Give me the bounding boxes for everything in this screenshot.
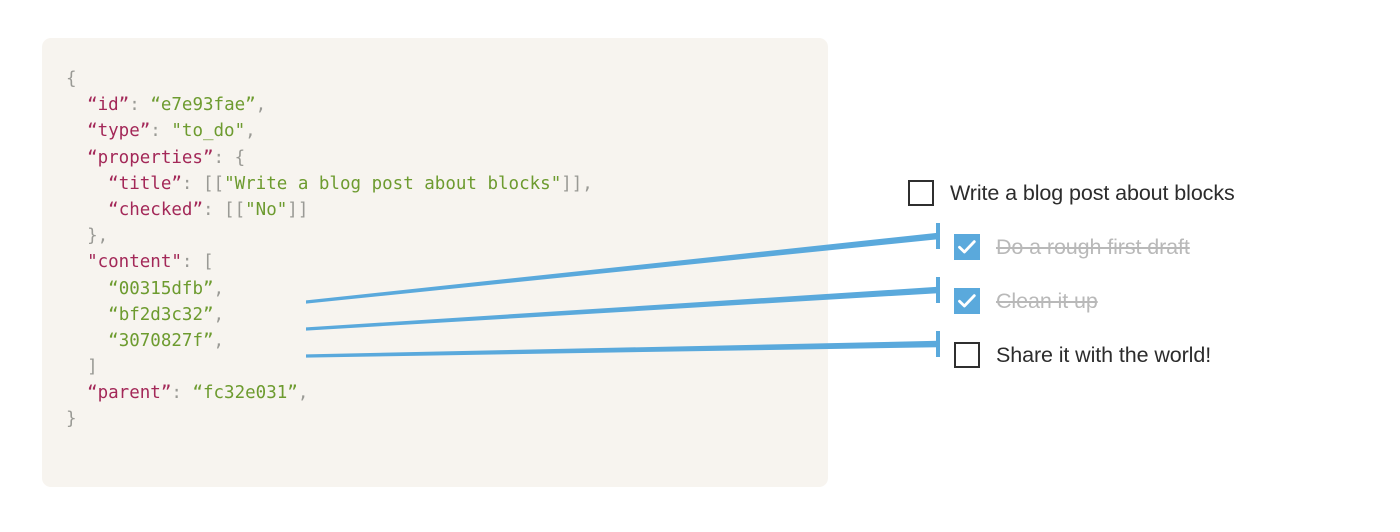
code-line: }, [66, 223, 593, 249]
json-key: “checked” [108, 199, 203, 220]
code-indent [66, 174, 108, 194]
code-line: “00315dfb”, [66, 276, 593, 302]
json-punctuation: } [66, 409, 77, 430]
todo-item[interactable]: Clean it up [908, 274, 1328, 328]
json-key: "content" [87, 252, 182, 273]
json-string-value: “fc32e031” [192, 383, 298, 404]
json-string-value: “bf2d3c32” [108, 304, 214, 325]
code-line: “title”: [["Write a blog post about bloc… [66, 171, 593, 197]
json-code-panel: { “id”: “e7e93fae”, “type”: "to_do", “pr… [42, 38, 828, 487]
code-indent [66, 148, 87, 168]
json-punctuation: ]] [287, 199, 309, 220]
code-line: “checked”: [["No"]] [66, 197, 593, 223]
todo-item-label: Share it with the world! [996, 342, 1212, 367]
code-line: “id”: “e7e93fae”, [66, 92, 593, 118]
todo-item-label: Do a rough first draft [996, 234, 1190, 259]
json-punctuation: ] [87, 357, 98, 378]
todo-item[interactable]: Write a blog post about blocks [908, 166, 1328, 220]
code-indent [66, 331, 108, 351]
code-line: “bf2d3c32”, [66, 302, 593, 328]
json-punctuation: , [213, 304, 225, 325]
json-key: “id” [87, 95, 130, 116]
code-line: "content": [ [66, 249, 593, 275]
checkmark-icon [958, 294, 976, 308]
checkmark-icon [958, 240, 976, 254]
json-punctuation: : [129, 95, 151, 116]
json-string-value: "to_do" [171, 121, 246, 142]
json-punctuation: }, [87, 226, 109, 247]
json-punctuation: : [150, 121, 172, 142]
code-indent [66, 279, 108, 299]
code-line: “type”: "to_do", [66, 118, 593, 144]
json-code-block: { “id”: “e7e93fae”, “type”: "to_do", “pr… [66, 66, 593, 433]
todo-item[interactable]: Share it with the world! [908, 328, 1328, 382]
code-indent [66, 383, 87, 403]
code-indent [66, 305, 108, 325]
json-key: “properties” [87, 147, 214, 168]
checkbox-unchecked-icon[interactable] [908, 180, 934, 206]
checkbox-checked-icon[interactable] [954, 234, 980, 260]
json-punctuation: : [171, 383, 193, 404]
code-line: “properties”: { [66, 145, 593, 171]
json-punctuation: , [213, 278, 225, 299]
json-string-value: "No" [245, 199, 288, 220]
json-punctuation: { [66, 69, 77, 89]
code-indent [66, 357, 87, 377]
json-string-value: “00315dfb” [108, 278, 214, 299]
todo-checklist: Write a blog post about blocks Do a rough… [908, 166, 1328, 382]
code-line: ] [66, 354, 593, 380]
json-string-value: “e7e93fae” [150, 95, 256, 116]
code-indent [66, 226, 87, 246]
json-punctuation: , [297, 383, 309, 404]
code-line: “3070827f”, [66, 328, 593, 354]
checkbox-checked-icon[interactable] [954, 288, 980, 314]
code-line: “parent”: “fc32e031”, [66, 380, 593, 406]
code-line: { [66, 66, 593, 92]
todo-item-label: Write a blog post about blocks [950, 180, 1235, 205]
code-indent [66, 252, 87, 272]
json-punctuation: , [213, 330, 225, 351]
json-key: “parent” [87, 383, 172, 404]
json-punctuation: : [[ [181, 173, 225, 194]
json-punctuation: : [ [181, 252, 214, 273]
code-indent [66, 95, 87, 115]
json-punctuation: ]], [561, 173, 593, 194]
code-indent [66, 121, 87, 141]
json-punctuation: , [245, 121, 256, 142]
json-key: “title” [108, 173, 182, 194]
todo-item[interactable]: Do a rough first draft [908, 220, 1328, 274]
json-key: “type” [87, 121, 151, 142]
code-line: } [66, 406, 593, 432]
todo-item-label: Clean it up [996, 288, 1098, 313]
json-string-value: “3070827f” [108, 330, 214, 351]
json-punctuation: : [[ [202, 199, 246, 220]
json-string-value: "Write a blog post about blocks" [224, 173, 562, 194]
json-punctuation: : { [213, 147, 246, 168]
checkbox-unchecked-icon[interactable] [954, 342, 980, 368]
json-punctuation: , [255, 95, 267, 116]
code-indent [66, 200, 108, 220]
